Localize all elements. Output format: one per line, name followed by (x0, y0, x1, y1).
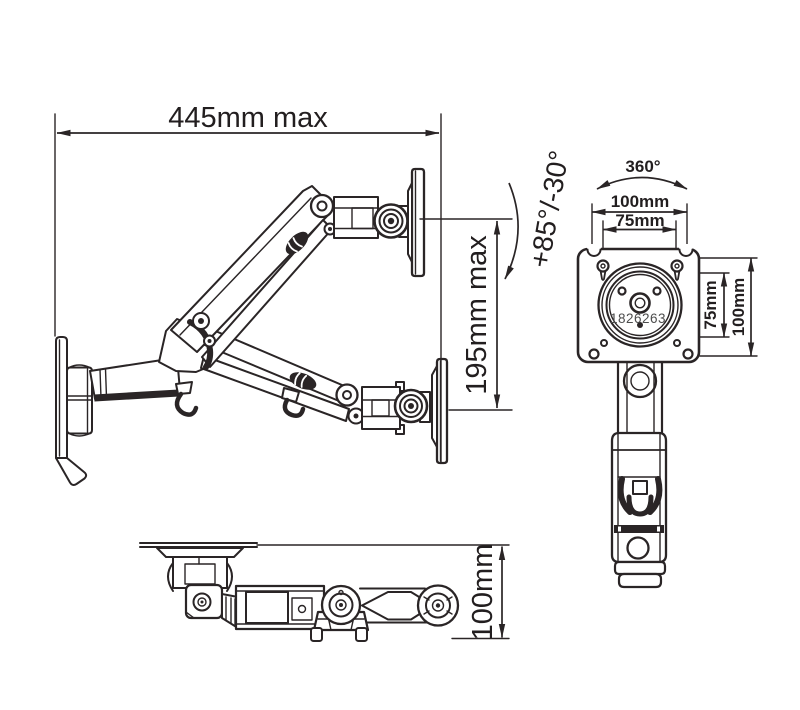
dimension-vesa-width-100: 100mm (591, 192, 688, 247)
plate-notch-right (678, 248, 694, 257)
vesa-width-outer-label: 100mm (611, 192, 670, 211)
side-view: 445mm max 195mm max +85°/-30° (54, 102, 575, 486)
middle-joint-top (310, 584, 370, 642)
tilt-arrow-icon (504, 182, 519, 280)
rotation-disc (597, 262, 683, 348)
lower-gas-arm (199, 326, 350, 422)
vesa-width-inner-label: 75mm (615, 211, 664, 230)
lower-vesa-joint (335, 381, 431, 435)
center-hub (629, 292, 651, 314)
vesa-height-outer-label: 100mm (729, 278, 748, 337)
lower-vesa-plate-side (431, 357, 449, 465)
dimension-width-445: 445mm max (54, 102, 442, 464)
width-dimension-label: 445mm max (168, 102, 328, 134)
end-joint-top (416, 584, 460, 627)
rotation-range-label: 360° (625, 157, 660, 176)
dimension-vesa-height-75: 75mm (699, 272, 730, 338)
bottom-view: 100mm (139, 542, 510, 642)
wall-plate-foot (55, 457, 88, 486)
housing-divider (614, 525, 664, 533)
cable-clip-upper (174, 381, 199, 417)
height-dimension-label: 195mm max (461, 235, 493, 395)
monitor-bracket-front (610, 361, 668, 589)
upper-vesa-plate-side (407, 167, 426, 278)
plate-notch-left (586, 248, 602, 257)
dimension-vesa-height-100: 100mm (699, 257, 758, 357)
watermark-id: 1826263 (610, 311, 666, 326)
upper-vesa-joint (309, 193, 410, 239)
dimension-height-195: 195mm max (419, 218, 513, 411)
wall-plate-side (55, 336, 88, 486)
vesa-plate-front: 1826263 (576, 244, 701, 364)
tilt-range-annotation: +85°/-30° (504, 148, 575, 280)
depth-dimension-label: 100mm (467, 544, 499, 641)
tilt-range-label: +85°/-30° (524, 148, 575, 270)
cable-clip-lower (281, 387, 306, 418)
front-view: 360° 100mm 75mm (576, 157, 758, 589)
housing-hole (626, 536, 650, 560)
vesa-height-inner-label: 75mm (701, 280, 720, 329)
gas-spring-cap-upper (285, 231, 309, 255)
dimension-depth-100: 100mm (451, 544, 510, 641)
arm-top-view (221, 584, 434, 631)
swivel-joint-top (184, 583, 224, 620)
wall-bracket (66, 364, 93, 437)
upper-gas-arm (170, 185, 337, 368)
gas-spring-cap-lower (289, 372, 317, 390)
keyhole-slot-left (596, 259, 610, 281)
rotation-annotation: 360° (596, 157, 688, 190)
wall-plate-top (156, 547, 244, 592)
horizontal-arm (89, 359, 181, 402)
wall-surface-line (139, 542, 510, 548)
rotation-arrow-icon (596, 176, 688, 190)
keyhole-slot-right (670, 259, 684, 281)
